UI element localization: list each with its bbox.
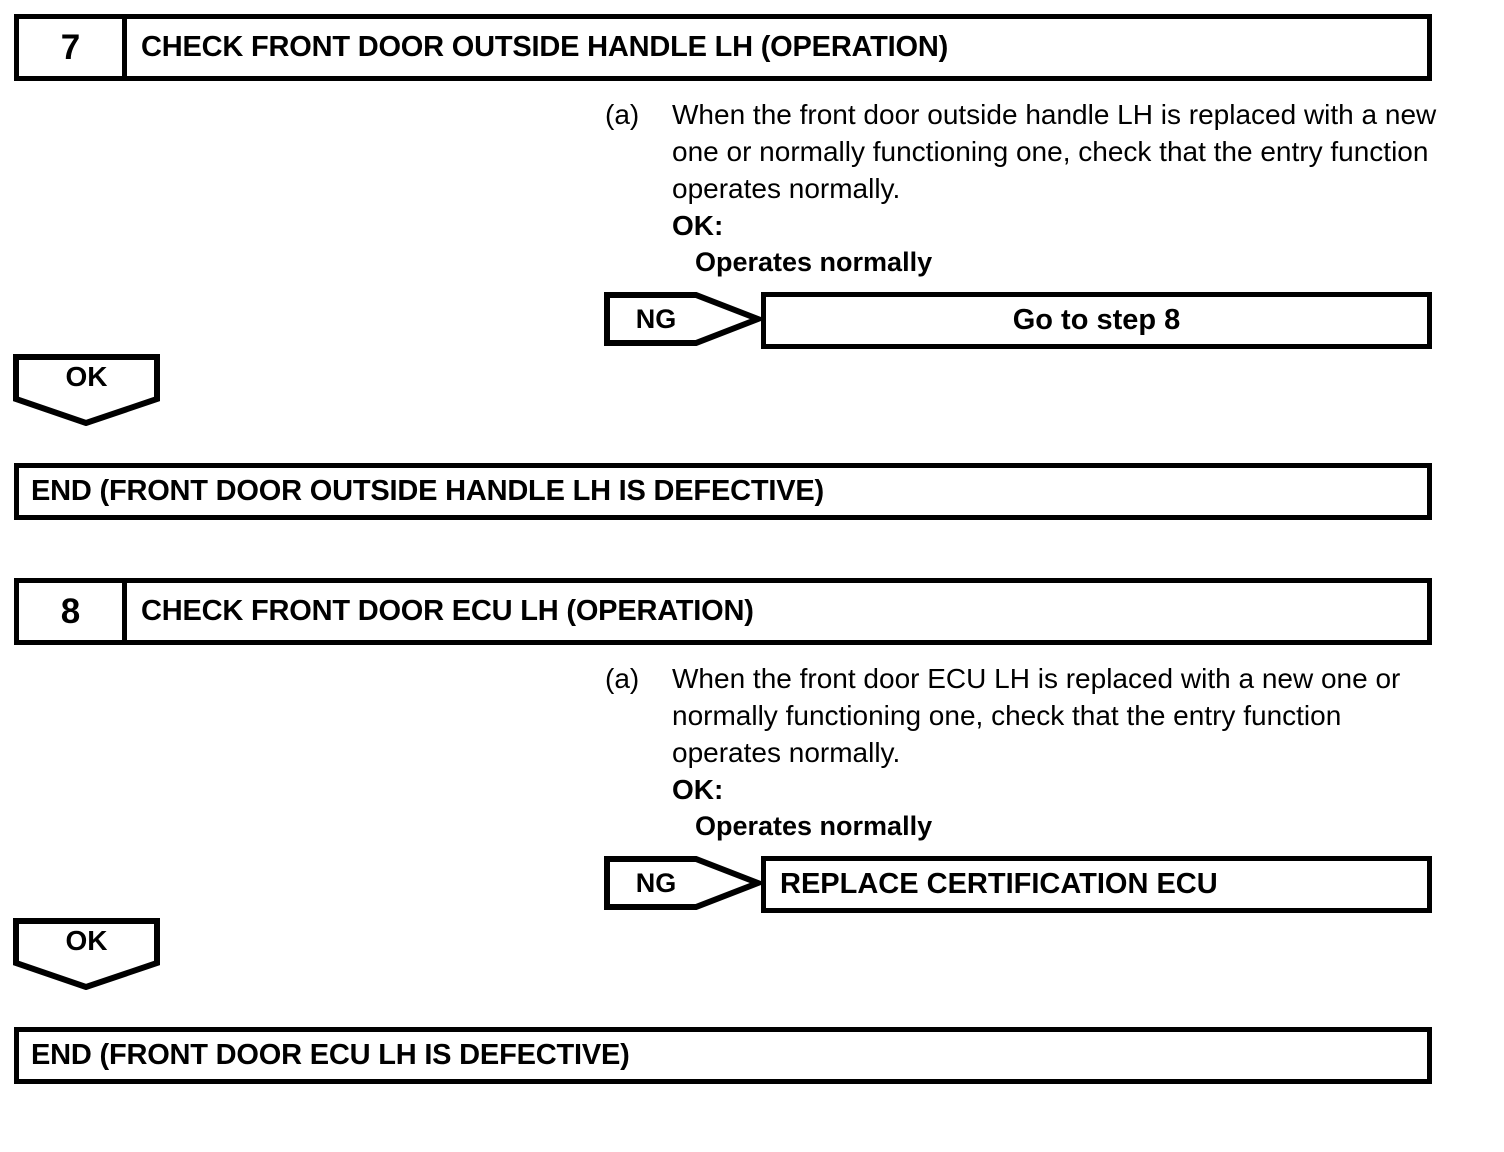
step-number-8: 8 [19, 583, 127, 640]
step-8-ng-label: NG [635, 867, 677, 898]
step-8-ok-tag-label: OK [65, 924, 108, 956]
step-7-procedure-marker: (a) [605, 99, 640, 130]
step-7-ok-tag: OK [13, 354, 160, 426]
step-title-8: CHECK FRONT DOOR ECU LH (OPERATION) [141, 595, 754, 627]
step-7-ok-value: Operates normally [695, 247, 933, 277]
step-8-ok-tag: OK [13, 918, 160, 990]
step-7-ng-result-box: Go to step 8 [761, 292, 1432, 349]
step-8-ok-value: Operates normally [695, 811, 933, 841]
ok-arrow-icon [13, 354, 160, 426]
step-header-7: 7 CHECK FRONT DOOR OUTSIDE HANDLE LH (OP… [14, 14, 1432, 81]
step-7-procedure-row: (a) When the front door outside handle L… [605, 96, 1445, 207]
step-7-procedure: (a) When the front door outside handle L… [605, 96, 1445, 281]
step-8-procedure: (a) When the front door ECU LH is replac… [605, 660, 1445, 845]
step-7-ng-label: NG [635, 303, 677, 334]
step-7-ok-label: OK: [672, 210, 724, 241]
step-8-procedure-row: (a) When the front door ECU LH is replac… [605, 660, 1445, 771]
step-title-7: CHECK FRONT DOOR OUTSIDE HANDLE LH (OPER… [141, 31, 949, 63]
step-7-ng-result-text: Go to step 8 [1012, 304, 1181, 336]
ng-arrow-icon [604, 856, 761, 910]
step-8-ng-result-text: REPLACE CERTIFICATION ECU [780, 868, 1218, 900]
step-8-ok-label: OK: [672, 774, 724, 805]
step-8-end-text: END (FRONT DOOR ECU LH IS DEFECTIVE) [31, 1039, 630, 1071]
step-8-ng-result-box: REPLACE CERTIFICATION ECU [761, 856, 1432, 913]
step-7-end-box: END (FRONT DOOR OUTSIDE HANDLE LH IS DEF… [14, 463, 1432, 520]
step-8-procedure-marker: (a) [605, 663, 640, 694]
step-8-procedure-text: When the front door ECU LH is replaced w… [672, 663, 1401, 768]
step-7-procedure-text: When the front door outside handle LH is… [672, 99, 1437, 204]
step-8-end-box: END (FRONT DOOR ECU LH IS DEFECTIVE) [14, 1027, 1432, 1084]
step-7-ok-tag-label: OK [65, 360, 108, 392]
step-header-8: 8 CHECK FRONT DOOR ECU LH (OPERATION) [14, 578, 1432, 645]
ng-arrow-icon [604, 292, 761, 346]
step-8-ng-tag: NG [604, 856, 761, 910]
step-7-ng-tag: NG [604, 292, 761, 346]
step-number-7: 7 [19, 19, 127, 76]
step-7-end-text: END (FRONT DOOR OUTSIDE HANDLE LH IS DEF… [31, 475, 824, 507]
ok-arrow-icon [13, 918, 160, 990]
